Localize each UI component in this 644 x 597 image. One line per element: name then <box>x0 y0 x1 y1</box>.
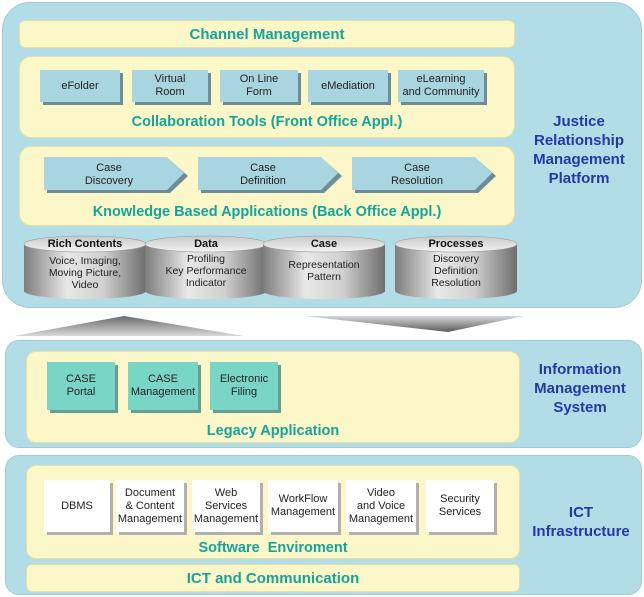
software-environment-title: Software Enviroment <box>198 540 348 556</box>
case-db: Case Representation Pattern <box>263 236 385 298</box>
database-cylinder <box>144 235 268 299</box>
chevron-arrow-icon <box>44 157 188 193</box>
collaboration-tools-title: Collaboration Tools (Front Office Appl.) <box>131 114 403 130</box>
db-line: Pattern <box>307 271 341 283</box>
db-line: Representation <box>288 259 360 271</box>
db-line: Indicator <box>185 277 227 289</box>
justice-platform-title: Justice Relationship Management Platform <box>533 113 625 187</box>
data-db: Data Profiling Key Performance Indicator <box>145 236 267 298</box>
chevron-arrow-icon <box>352 157 496 193</box>
database-cylinders <box>23 235 518 299</box>
db-title: Data <box>194 238 218 250</box>
channel-management-band: Channel Management <box>19 20 515 48</box>
knowledge-apps-title: Knowledge Based Applications (Back Offic… <box>92 204 442 220</box>
rich-contents-db: Rich Contents Voice, Imaging, Moving Pic… <box>24 236 146 298</box>
processes-db: Processes Discovery Definition Resolutio… <box>395 236 517 298</box>
down-arrow-wedge <box>304 316 524 332</box>
db-line: Resolution <box>431 277 481 289</box>
ict-communication-band: ICT and Communication <box>26 564 520 592</box>
chevron-arrow-icon <box>198 157 342 193</box>
db-title: Processes <box>428 238 484 250</box>
up-arrow-wedge <box>14 316 244 336</box>
db-title: Rich Contents <box>47 238 123 250</box>
db-line: Key Performance <box>165 265 247 277</box>
db-line: Moving Picture, <box>48 267 122 279</box>
database-cylinder <box>394 235 518 299</box>
ims-title: Information Management System <box>534 361 626 416</box>
db-line: Video <box>71 279 99 291</box>
ict-infrastructure-title: ICT Infrastructure <box>532 504 630 540</box>
database-cylinder <box>23 235 147 299</box>
db-line: Discovery <box>432 253 480 265</box>
db-line: Voice, Imaging, <box>49 255 121 267</box>
layer-connector-arrows <box>14 316 524 336</box>
db-title: Case <box>310 238 338 250</box>
dbms-tile: DBMS <box>44 480 110 532</box>
emediation-tile: eMediation <box>308 70 388 102</box>
database-cylinder <box>262 235 386 299</box>
efolder-tile: eFolder <box>40 70 120 102</box>
db-line: Definition <box>434 265 478 277</box>
db-line: Profiling <box>187 253 225 265</box>
legacy-application-title: Legacy Application <box>206 423 340 439</box>
